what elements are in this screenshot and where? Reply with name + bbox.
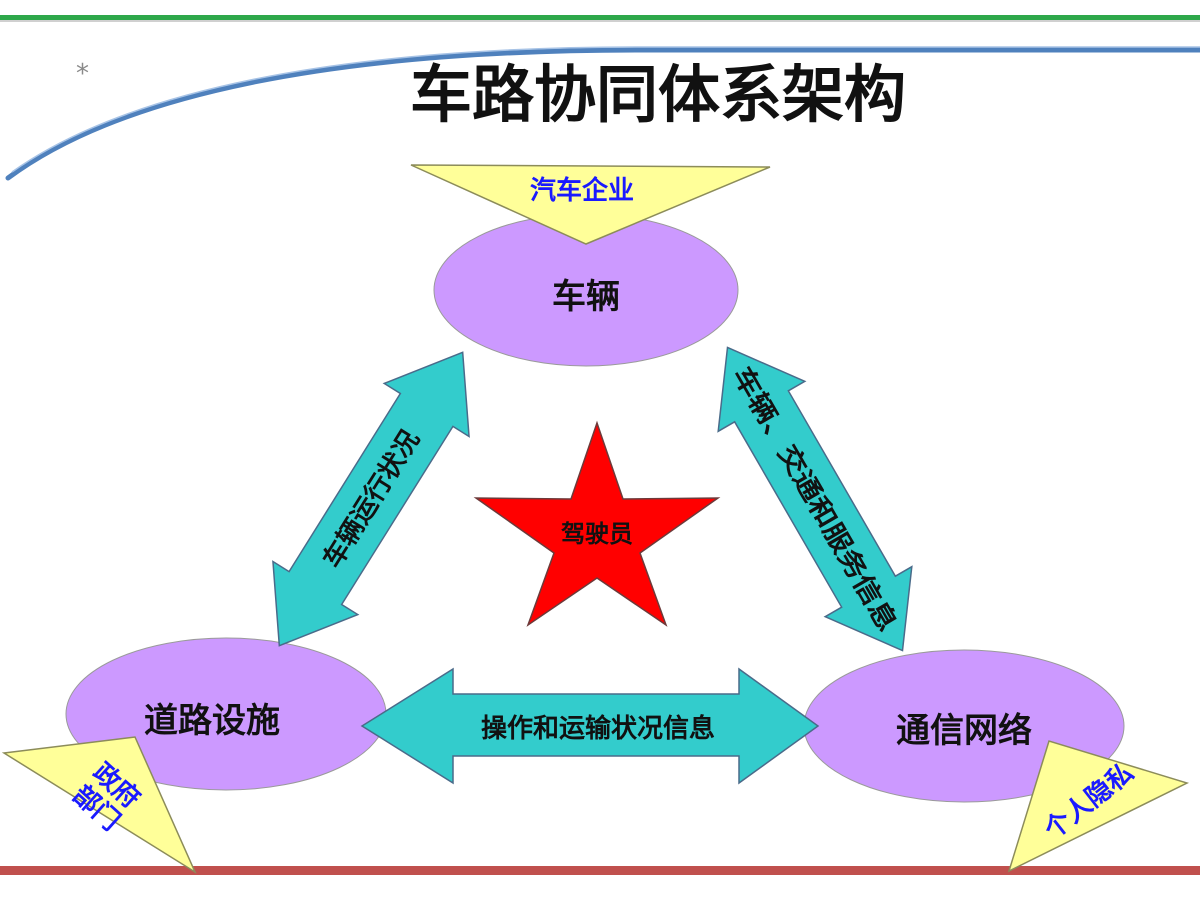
vehicle-network-arrow-label: 车辆、交通和服务信息 [726, 362, 903, 637]
driver-star-label: 驾驶员 [561, 520, 633, 548]
automaker-triangle [410, 164, 771, 245]
bullet-marker: * [76, 59, 89, 89]
automaker-label: 汽车企业 [530, 175, 634, 206]
vehicle-road-arrow: 车辆运行状况 [272, 351, 470, 647]
driver-star [473, 420, 721, 627]
top-grey-rule [0, 20, 1200, 22]
network-node-label: 通信网络 [896, 711, 1032, 751]
top-green-rule [0, 15, 1200, 20]
road-network-arrow-label: 操作和运输状况信息 [481, 713, 715, 744]
government-triangle [1, 736, 197, 874]
privacy-triangle [1007, 740, 1190, 873]
road-network-arrow: 操作和运输状况信息 [360, 667, 820, 785]
page-title: 车路协同体系架构 [410, 58, 906, 131]
road-node-label: 道路设施 [144, 701, 280, 741]
vehicle-network-arrow: 车辆、交通和服务信息 [717, 346, 913, 652]
header-swoosh [5, 47, 1200, 181]
header-swoosh-highlight [11, 46, 1200, 173]
bottom-red-rule [0, 866, 1200, 875]
vehicle-node-label: 车辆 [552, 277, 620, 317]
